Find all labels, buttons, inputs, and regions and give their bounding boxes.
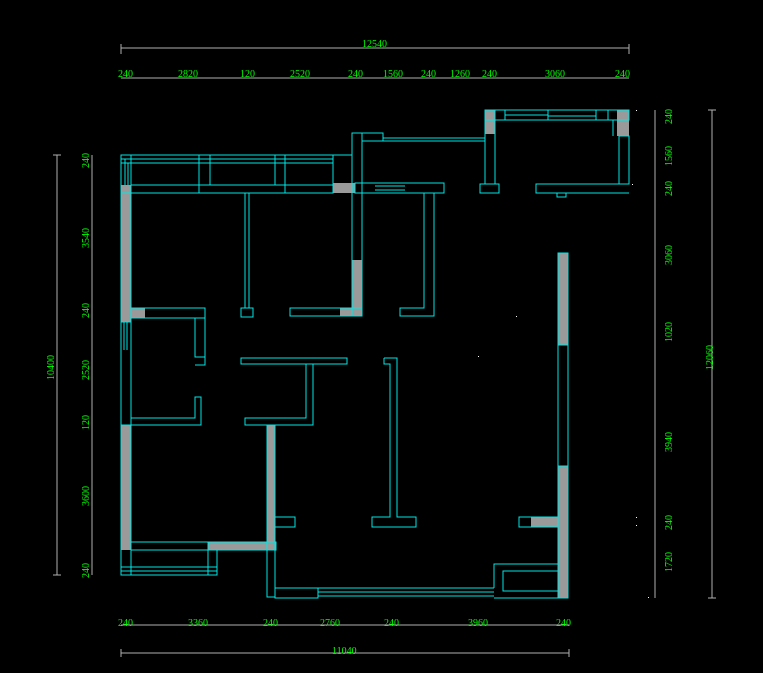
top-dimension: 240 xyxy=(421,69,436,80)
right-dimension: 1020 xyxy=(664,322,675,342)
top-dimension: 2520 xyxy=(290,69,310,80)
top-dimension: 240 xyxy=(118,69,133,80)
top-dimension: 1560 xyxy=(383,69,403,80)
right-dimension: 240 xyxy=(664,515,675,530)
bottom-dimension: 3960 xyxy=(468,618,488,629)
stray-marks xyxy=(478,110,649,598)
right-dimension: 3940 xyxy=(664,432,675,452)
top-dimension: 1260 xyxy=(450,69,470,80)
left-dimension: 120 xyxy=(81,415,92,430)
bottom-dimension: 240 xyxy=(263,618,278,629)
bottom-dimension: 240 xyxy=(118,618,133,629)
top-dimension: 2820 xyxy=(178,69,198,80)
right-total-dimension: 12060 xyxy=(705,345,716,370)
right-dimension: 240 xyxy=(664,181,675,196)
walls xyxy=(120,109,630,599)
bottom-dimension: 3360 xyxy=(188,618,208,629)
left-dimension: 240 xyxy=(81,303,92,318)
right-dimension: 240 xyxy=(664,109,675,124)
left-dimension: 3600 xyxy=(81,486,92,506)
dimension-lines xyxy=(53,44,716,657)
left-dimension: 240 xyxy=(81,563,92,578)
left-dimension: 240 xyxy=(81,153,92,168)
bottom-dimension: 2760 xyxy=(320,618,340,629)
right-dimension: 3060 xyxy=(664,245,675,265)
left-dimension: 2520 xyxy=(81,360,92,380)
top-total-dimension: 12540 xyxy=(362,39,387,50)
bottom-total-dimension: 11040 xyxy=(332,646,357,657)
right-dimension: 1720 xyxy=(664,552,675,572)
solid-wall-fills xyxy=(121,110,629,598)
left-dimension: 3540 xyxy=(81,228,92,248)
top-dimension: 3060 xyxy=(545,69,565,80)
left-total-dimension: 10400 xyxy=(46,355,57,380)
right-dimension: 1560 xyxy=(664,146,675,166)
top-dimension: 120 xyxy=(240,69,255,80)
top-dimension: 240 xyxy=(482,69,497,80)
bottom-dimension: 240 xyxy=(556,618,571,629)
top-dimension: 240 xyxy=(348,69,363,80)
bottom-dimension: 240 xyxy=(384,618,399,629)
top-dimension: 240 xyxy=(615,69,630,80)
